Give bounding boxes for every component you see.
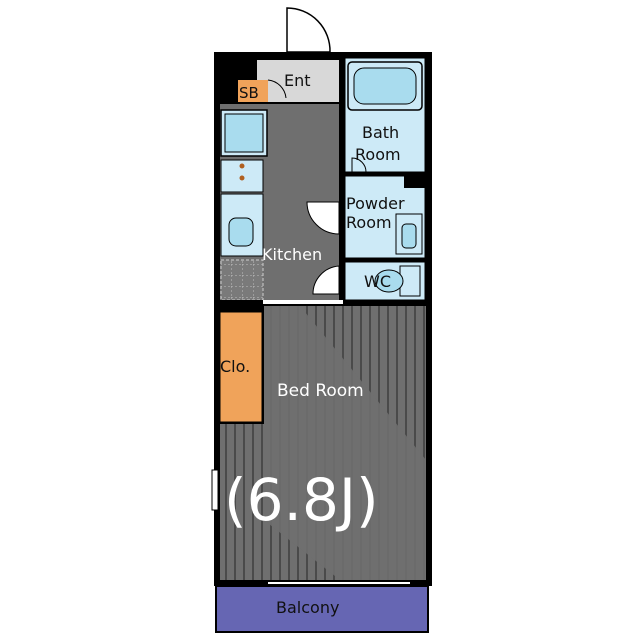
- shoe-box-door-icon: [267, 79, 287, 99]
- wc-door-icon: [312, 265, 340, 295]
- entrance-floor: [257, 60, 339, 102]
- bedroom-shade: [264, 306, 426, 580]
- bedroom-label: Bed Room: [277, 381, 364, 401]
- shoe-box-label: SB: [239, 84, 259, 102]
- wc-label: WC: [364, 272, 391, 291]
- bath-door-icon: [351, 157, 367, 173]
- powder-label-line1: Powder: [346, 194, 405, 213]
- balcony: [215, 585, 429, 633]
- entrance-door-icon: [286, 7, 331, 53]
- bath-label-line1: Bath: [362, 123, 399, 142]
- entrance-label: Ent: [284, 71, 311, 90]
- powder-label-line2: Room: [346, 213, 392, 232]
- balcony-label: Balcony: [276, 598, 339, 617]
- shoe-box: [238, 80, 268, 102]
- closet-label: Clo.: [220, 357, 250, 376]
- bedroom-size-label: (6.8J): [224, 466, 379, 534]
- bath-label-line2: Room: [355, 145, 401, 164]
- kitchen-label: Kitchen: [262, 245, 322, 264]
- washer-space: [220, 259, 264, 301]
- powder-door-icon: [306, 201, 340, 235]
- closet: [219, 311, 263, 423]
